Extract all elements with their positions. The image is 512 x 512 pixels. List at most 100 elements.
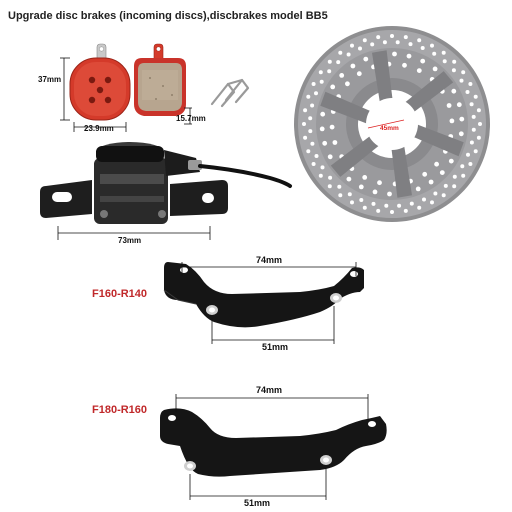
adapter-2-top-dimension: 74mm: [175, 385, 369, 420]
rotor-hole: [466, 152, 470, 157]
rotor-hole: [442, 59, 447, 64]
rotor-hole: [406, 53, 412, 59]
rotor-hole: [446, 103, 452, 108]
rotor-hole: [397, 203, 402, 208]
adapter-1-bottom-label: 51mm: [262, 342, 288, 352]
rotor-hole: [338, 50, 343, 55]
page-title: Upgrade disc brakes (incoming discs),dis…: [8, 10, 328, 22]
rotor-hole: [416, 68, 422, 73]
rotor-hole: [471, 114, 476, 119]
adapter-2-bottom-dimension: 51mm: [189, 468, 327, 508]
rotor-hole: [439, 170, 445, 176]
rotor-hole: [345, 81, 350, 87]
rotor-hole: [468, 82, 473, 86]
rotor-hole: [339, 73, 345, 78]
rotor-hole: [422, 197, 426, 202]
rotor-hole: [478, 122, 482, 126]
rotor-hole: [473, 149, 478, 154]
rotor-hole: [347, 192, 352, 197]
rotor-hole: [372, 189, 378, 195]
rotor-hole: [308, 116, 313, 121]
rotor-hole: [461, 70, 466, 75]
rotor-hole: [387, 191, 392, 197]
caliper-width-label: 73mm: [118, 236, 141, 245]
rotor-hole: [336, 60, 341, 65]
rotor-spoke: [372, 50, 393, 104]
rotor-hole: [382, 40, 387, 45]
rotor-hole: [451, 88, 457, 94]
brake-pad-front: [134, 43, 186, 116]
rotor-hole: [319, 126, 325, 132]
pad-spring-clip: [210, 78, 250, 108]
rotor-spoke: [330, 135, 380, 177]
rotor-hole: [320, 111, 326, 117]
rotor-hole: [408, 42, 413, 47]
rotor-hole: [308, 129, 313, 134]
rotor-hole: [329, 124, 335, 130]
adapter-2-top-label: 74mm: [256, 385, 282, 395]
rotor-hole: [358, 184, 364, 190]
rotor-hole: [337, 184, 342, 189]
rotor-hole: [310, 103, 315, 108]
rotor-hole: [327, 154, 333, 160]
rotor-hole: [327, 59, 332, 64]
rotor-hole: [311, 162, 316, 166]
rotor-hole: [370, 42, 375, 47]
pad-width-label: 23.9mm: [84, 124, 114, 133]
adapter-2-bottom-label: 51mm: [244, 498, 270, 508]
adapter-1-bottom-dimension: 51mm: [211, 306, 335, 352]
pad-thickness-dimension: 15.7mm: [176, 107, 206, 125]
rotor-hole: [430, 43, 434, 48]
rotor-hole: [371, 201, 376, 206]
rotor-hole: [350, 63, 356, 69]
rotor-hole: [350, 43, 354, 48]
rotor-bolt-label: 45mm: [380, 125, 399, 132]
adapter-f160-r140: [163, 262, 364, 328]
rotor-hole: [392, 51, 397, 57]
rotor-hole: [452, 174, 457, 179]
rotor-hole: [432, 51, 437, 56]
rotor-hole: [456, 102, 462, 108]
rotor-hole: [310, 141, 315, 146]
pad-thickness-label: 15.7mm: [176, 114, 206, 123]
adapter-f180-r160: [160, 408, 387, 477]
rotor-hole: [346, 176, 352, 182]
rotor-hole: [362, 205, 367, 210]
rotor-hole: [327, 184, 332, 189]
rotor-hole: [460, 164, 465, 169]
adapter-1-top-label: 74mm: [256, 255, 282, 265]
rotor-hole: [346, 52, 351, 57]
rotor-hole: [384, 203, 389, 208]
rotor-hole: [318, 173, 323, 178]
rotor-hole: [432, 66, 438, 72]
rotor-hole: [428, 179, 434, 185]
rotor-hole: [314, 91, 318, 96]
rotor-hole: [473, 94, 478, 99]
rotor-hole: [468, 162, 473, 166]
rotor-hole: [390, 210, 394, 214]
rotor-hole: [322, 140, 328, 146]
rotor-hole: [377, 180, 382, 186]
rotor-hole: [441, 193, 446, 198]
rotor-hole: [459, 116, 465, 122]
rotor-hole: [415, 186, 421, 192]
rotor-hole: [319, 79, 324, 84]
rotor-hole: [303, 135, 308, 140]
rotor-hole: [452, 184, 457, 189]
rotor-hole: [403, 35, 408, 40]
rotor-hole: [449, 118, 455, 124]
brake-pad-back: [69, 43, 131, 121]
rotor-hole: [320, 165, 325, 170]
rotor-hole: [422, 171, 428, 177]
rotor-hole: [332, 140, 338, 145]
adapter-2-model-label: F180-R160: [92, 404, 148, 416]
rotor-hole: [311, 82, 316, 86]
rotor-hole: [461, 173, 466, 178]
rotor-hole: [395, 40, 400, 45]
rotor-hole: [452, 59, 457, 64]
rotor-hole: [465, 90, 470, 94]
rotor-hole: [327, 69, 332, 74]
rotor-hole: [306, 149, 311, 154]
rotor-hole: [330, 84, 336, 90]
pad-height-dimension: 37mm: [38, 57, 70, 121]
